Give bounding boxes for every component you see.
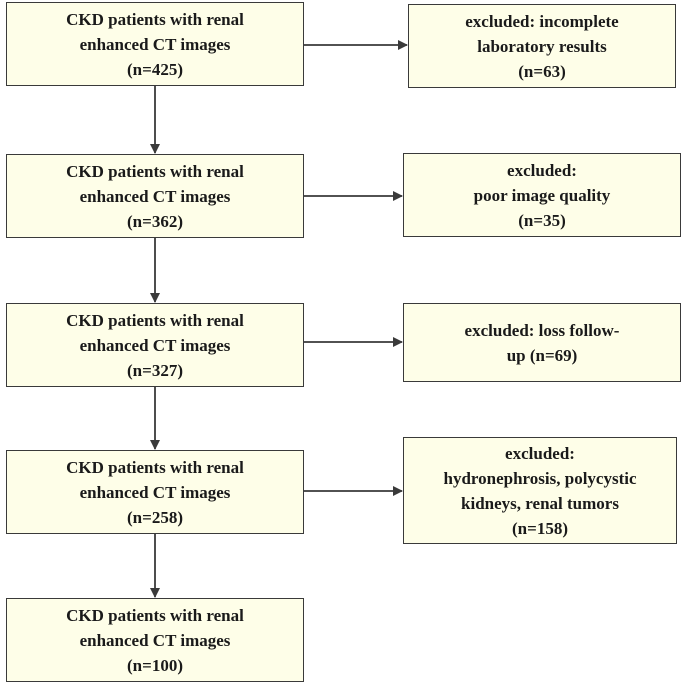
exclusion-box-2: excluded: poor image quality (n=35) [403, 153, 681, 237]
exclusion-box-1-line-2: laboratory results [477, 36, 607, 56]
flow-box-1-line-2: enhanced CT images [79, 34, 231, 54]
exclusion-box-3-line-1: excluded: loss follow- [464, 320, 620, 340]
exclusion-box-3: excluded: loss follow- up (n=69) [403, 303, 681, 382]
flow-box-5-line-3: (n=100) [127, 655, 183, 675]
exclusion-box-3-line-2: up (n=69) [506, 345, 578, 365]
flow-box-1: CKD patients with renal enhanced CT imag… [6, 2, 304, 86]
flow-box-2-line-1: CKD patients with renal [66, 161, 244, 181]
flow-box-3-line-3: (n=327) [127, 360, 183, 380]
flow-box-5-line-2: enhanced CT images [79, 630, 231, 650]
flow-box-2-line-2: enhanced CT images [79, 186, 231, 206]
flow-box-1-line-3: (n=425) [127, 59, 183, 79]
exclusion-box-1-line-1: excluded: incomplete [465, 11, 619, 31]
flow-box-1-line-1: CKD patients with renal [66, 9, 244, 29]
flow-box-3: CKD patients with renal enhanced CT imag… [6, 303, 304, 387]
flow-box-5-line-1: CKD patients with renal [66, 605, 244, 625]
exclusion-box-2-line-1: excluded: [507, 160, 577, 180]
flow-box-4-line-3: (n=258) [127, 507, 183, 527]
flow-box-2-line-3: (n=362) [127, 211, 183, 231]
exclusion-box-2-line-2: poor image quality [473, 185, 611, 205]
exclusion-box-4: excluded: hydronephrosis, polycystic kid… [403, 437, 677, 544]
exclusion-box-1-line-3: (n=63) [518, 61, 566, 81]
exclusion-box-4-line-4: (n=158) [512, 518, 568, 538]
exclusion-box-1: excluded: incomplete laboratory results … [408, 4, 676, 88]
flow-box-4-line-1: CKD patients with renal [66, 457, 244, 477]
flow-box-5: CKD patients with renal enhanced CT imag… [6, 598, 304, 682]
exclusion-box-4-line-3: kidneys, renal tumors [461, 493, 619, 513]
flow-box-3-line-1: CKD patients with renal [66, 310, 244, 330]
flow-box-3-line-2: enhanced CT images [79, 335, 231, 355]
flow-box-4-line-2: enhanced CT images [79, 482, 231, 502]
flow-box-2: CKD patients with renal enhanced CT imag… [6, 154, 304, 238]
exclusion-box-4-line-1: excluded: [505, 443, 575, 463]
exclusion-box-4-line-2: hydronephrosis, polycystic [443, 468, 637, 488]
flow-box-4: CKD patients with renal enhanced CT imag… [6, 450, 304, 534]
exclusion-box-2-line-3: (n=35) [518, 210, 566, 230]
